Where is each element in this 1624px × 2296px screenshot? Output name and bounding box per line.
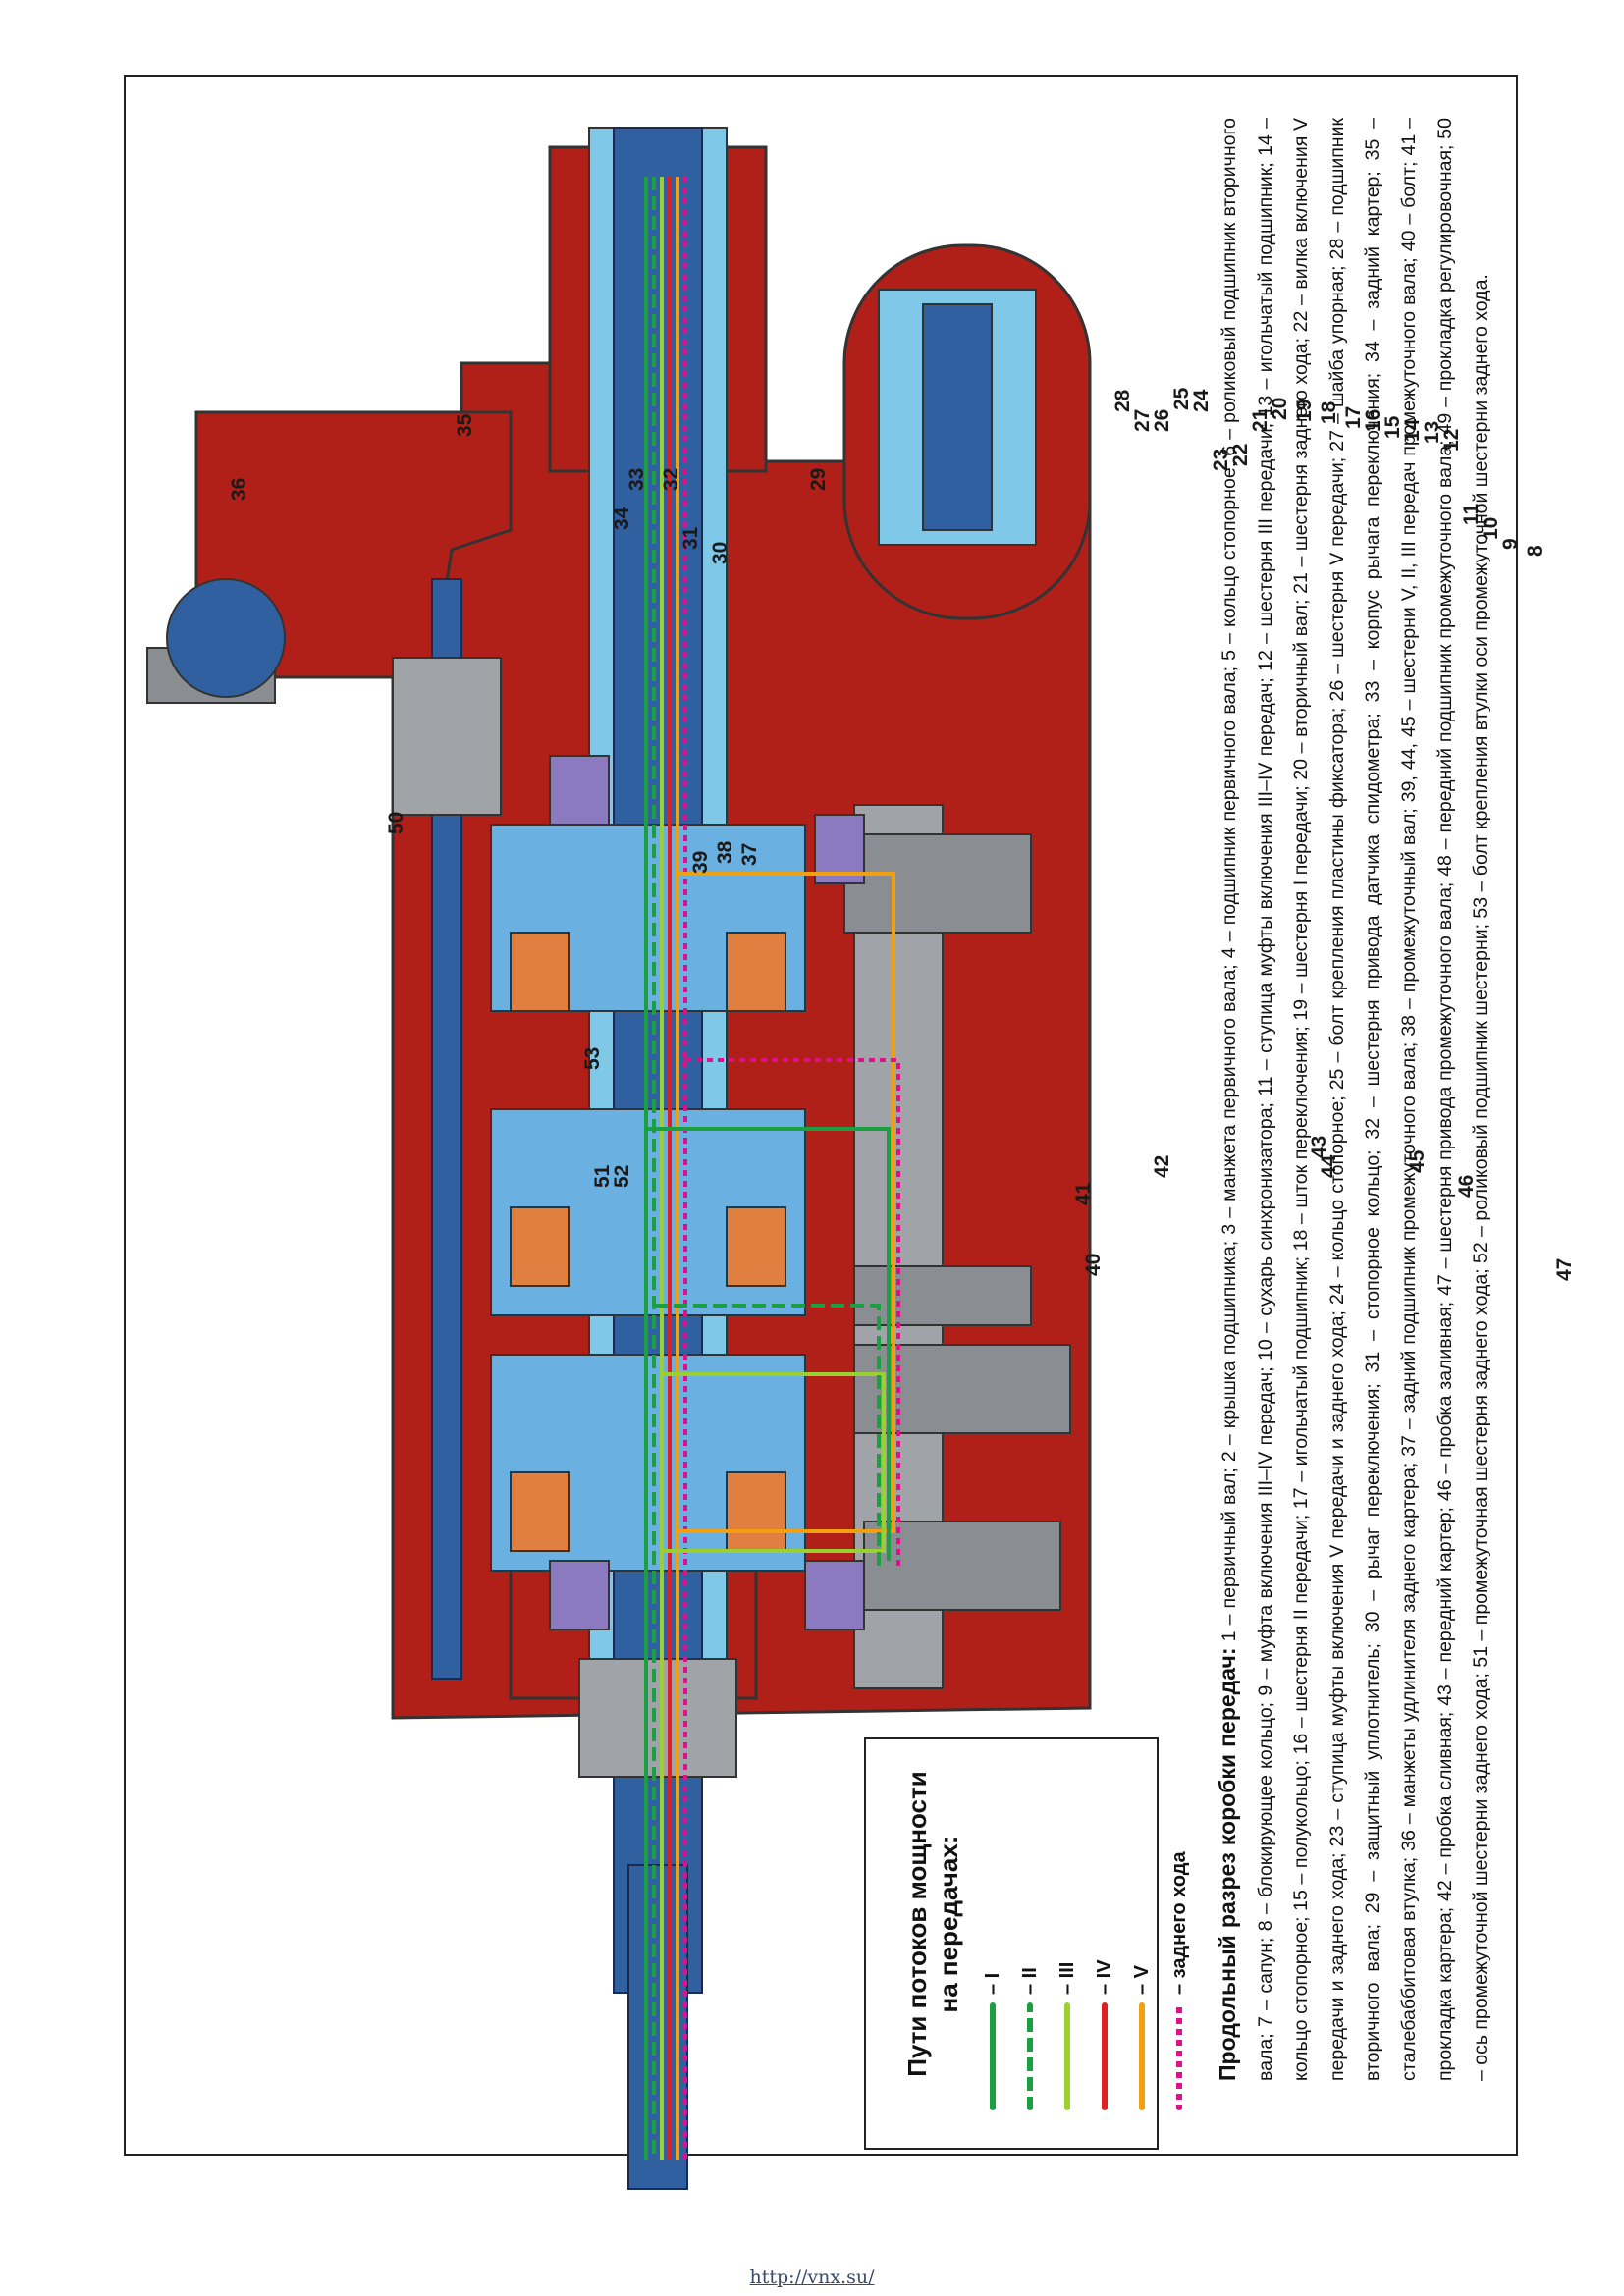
legend-item: – II (1011, 1737, 1049, 2110)
legend-label: – заднего хода (1167, 1851, 1190, 1995)
callout-17: 17 (1342, 406, 1365, 429)
legend-swatch (1176, 2002, 1182, 2110)
bearings (549, 755, 865, 1630)
callout-35: 35 (454, 413, 476, 437)
legend-swatch (1139, 2002, 1145, 2110)
legend-items: – I – II – III – IV – V – заднего хода (974, 1737, 1198, 2110)
footer-link[interactable]: http://vnx.su/ (749, 2267, 875, 2288)
reverse-gear-inset (878, 289, 1037, 546)
callout-30: 30 (709, 542, 731, 564)
legend-box (864, 1737, 1159, 2150)
callout-13: 13 (1421, 421, 1443, 444)
callout-14: 14 (1401, 418, 1424, 442)
legend-title-line1: Пути потоков мощности (902, 1771, 932, 2077)
power-flow-paths (644, 177, 900, 2160)
callout-41: 41 (1072, 1182, 1095, 1205)
callout-27: 27 (1131, 409, 1154, 432)
legend-swatch (1064, 2002, 1070, 2110)
legend-item: – I (974, 1737, 1011, 2110)
callout-43: 43 (1308, 1136, 1330, 1158)
callout-51: 51 (591, 1164, 614, 1188)
callout-20: 20 (1269, 398, 1291, 420)
callout-19: 19 (1293, 400, 1316, 422)
callout-45: 45 (1406, 1149, 1429, 1173)
callout-39: 39 (689, 851, 712, 874)
callout-40: 40 (1082, 1254, 1105, 1276)
callout-labels: 1234567891011121314151617181920212223242… (228, 387, 1576, 1281)
legend: Пути потоков мощности на передачах: – I–… (901, 1737, 1198, 2110)
legend-label: – III (1056, 1961, 1078, 1995)
legend-swatch (990, 2002, 996, 2110)
legend-title-line2: на передачах: (934, 1835, 963, 2013)
callout-44: 44 (1318, 1154, 1340, 1178)
callout-12: 12 (1440, 429, 1463, 452)
caption-text: 1 – первичный вал; 2 – крышка подшипника… (1218, 118, 1492, 2081)
gear-lever (146, 578, 286, 704)
callout-32: 32 (660, 468, 682, 491)
callout-9: 9 (1499, 538, 1522, 550)
callout-29: 29 (807, 468, 830, 491)
callout-47: 47 (1553, 1258, 1576, 1281)
callout-11: 11 (1460, 503, 1483, 525)
figure-frame (124, 75, 1518, 2156)
callout-23: 23 (1210, 449, 1232, 471)
callout-16: 16 (1362, 409, 1384, 432)
callout-18: 18 (1318, 400, 1340, 424)
legend-label: – V (1130, 1964, 1153, 1995)
callout-8: 8 (1524, 545, 1546, 557)
callout-36: 36 (228, 478, 250, 501)
callout-52: 52 (611, 1165, 633, 1188)
callout-53: 53 (581, 1047, 604, 1070)
caption-title: Продольный разрез коробки передач: (1215, 1647, 1240, 2082)
legend-swatch (1027, 2002, 1033, 2110)
legend-item: – заднего хода (1161, 1737, 1198, 2110)
shift-rod (392, 578, 502, 1680)
legend-item: – IV (1086, 1737, 1123, 2110)
callout-33: 33 (625, 468, 648, 491)
legend-swatch (1102, 2002, 1108, 2110)
figure-caption: Продольный разрез коробки передач: 1 – п… (1210, 118, 1499, 2081)
callout-37: 37 (738, 843, 761, 866)
callout-26: 26 (1151, 409, 1173, 432)
callout-50: 50 (385, 812, 407, 834)
callout-10: 10 (1480, 517, 1502, 540)
callout-22: 22 (1229, 444, 1252, 466)
legend-item: – III (1049, 1737, 1086, 2110)
callout-25: 25 (1170, 387, 1193, 410)
legend-label: – II (1018, 1967, 1041, 1995)
callout-34: 34 (611, 507, 633, 530)
legend-label: – I (981, 1972, 1003, 1995)
callout-42: 42 (1151, 1155, 1173, 1178)
legend-item: – V (1123, 1737, 1161, 2110)
legend-label: – IV (1093, 1959, 1115, 1995)
callout-24: 24 (1190, 389, 1213, 412)
callout-21: 21 (1249, 408, 1272, 432)
callout-46: 46 (1455, 1175, 1478, 1198)
callout-28: 28 (1111, 389, 1134, 412)
callout-38: 38 (714, 840, 736, 864)
callout-31: 31 (679, 526, 702, 550)
callout-15: 15 (1381, 415, 1404, 439)
